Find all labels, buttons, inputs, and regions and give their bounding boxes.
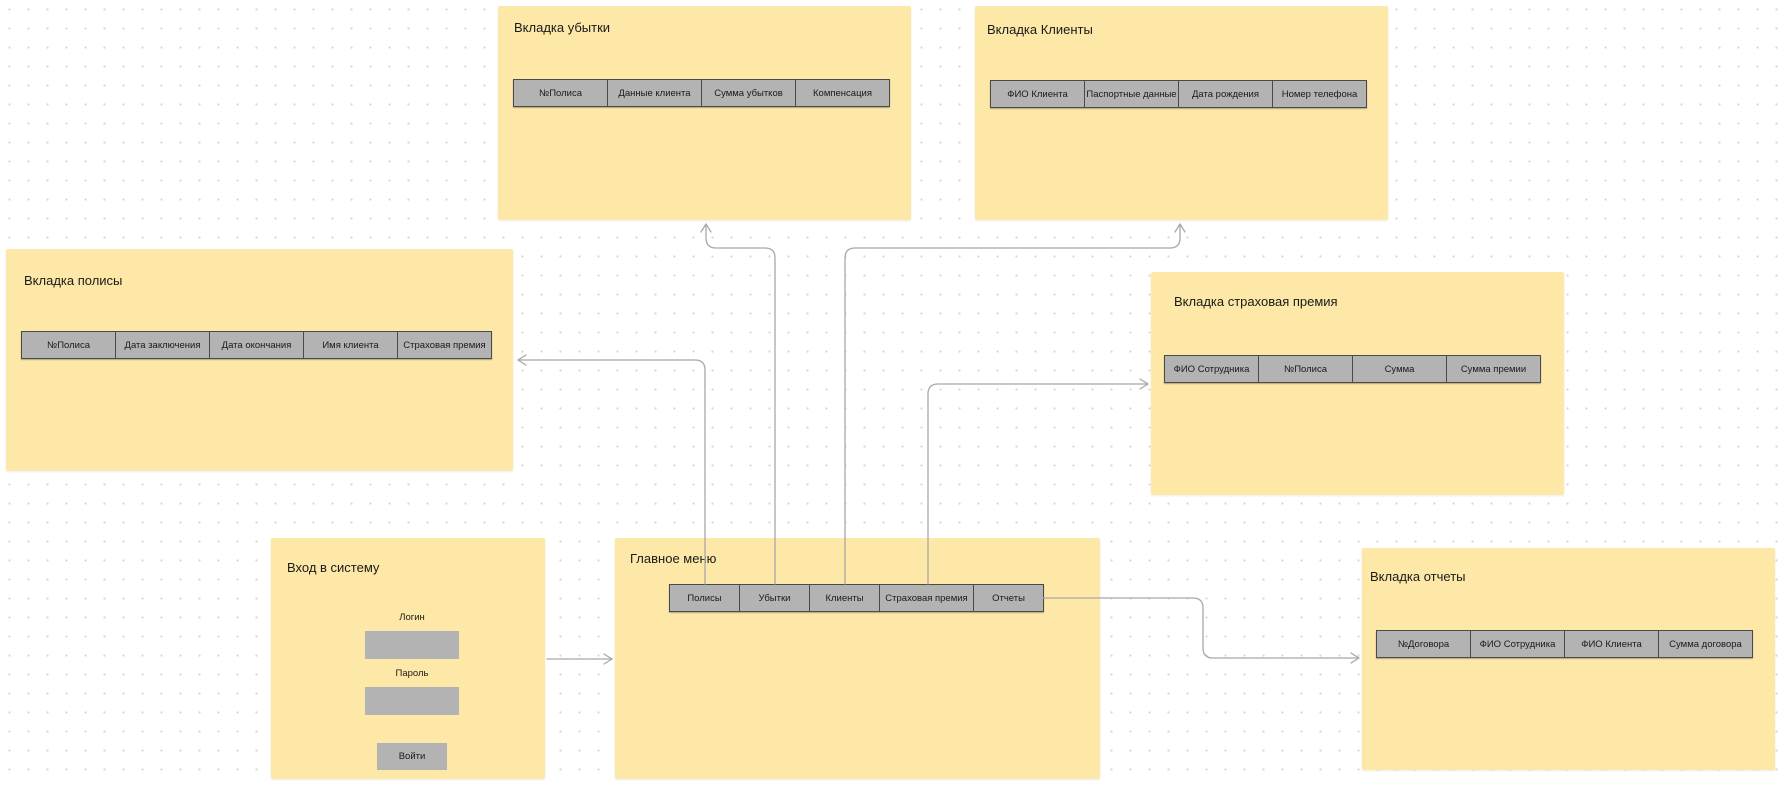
reports-tab-contract-number[interactable]: №Договора <box>1377 631 1471 657</box>
reports-tab-employee-name[interactable]: ФИО Сотрудника <box>1471 631 1565 657</box>
arrowhead-clients <box>1174 223 1186 233</box>
login-label: Логин <box>399 612 425 623</box>
policies-tab-policy-number[interactable]: №Полиса <box>22 332 116 358</box>
connector-losses <box>705 223 776 585</box>
clients-tab-full-name[interactable]: ФИО Клиента <box>991 81 1085 107</box>
reports-tab-contract-amount[interactable]: Сумма договора <box>1659 631 1752 657</box>
policies-tab-conclusion-date[interactable]: Дата заключения <box>116 332 210 358</box>
premium-tab-bar: ФИО Сотрудника №Полиса Сумма Сумма преми… <box>1164 355 1541 383</box>
main-menu-title: Главное меню <box>630 551 717 566</box>
arrowhead-reports <box>1350 652 1360 664</box>
premium-tab-premium-amount[interactable]: Сумма премии <box>1447 356 1540 382</box>
login-card: Вход в систему Логин Пароль Войти <box>271 538 545 779</box>
clients-card: Вкладка Клиенты ФИО Клиента Паспортные д… <box>975 6 1388 220</box>
policies-tab-insurance-premium[interactable]: Страховая премия <box>398 332 491 358</box>
policies-tab-client-name[interactable]: Имя клиента <box>304 332 398 358</box>
main-menu-tab-reports[interactable]: Отчеты <box>974 585 1043 611</box>
clients-tab-bar: ФИО Клиента Паспортные данные Дата рожде… <box>990 80 1367 108</box>
premium-tab-amount[interactable]: Сумма <box>1353 356 1447 382</box>
reports-tab-client-name[interactable]: ФИО Клиента <box>1565 631 1659 657</box>
policies-card-title: Вкладка полисы <box>24 273 123 288</box>
arrowhead-login <box>603 653 613 665</box>
reports-card: Вкладка отчеты №Договора ФИО Сотрудника … <box>1362 548 1775 770</box>
policies-tab-expiry-date[interactable]: Дата окончания <box>210 332 304 358</box>
premium-tab-policy-number[interactable]: №Полиса <box>1259 356 1353 382</box>
clients-tab-birth-date[interactable]: Дата рождения <box>1179 81 1273 107</box>
premium-tab-employee-name[interactable]: ФИО Сотрудника <box>1165 356 1259 382</box>
login-input[interactable] <box>365 631 459 659</box>
login-card-title: Вход в систему <box>287 560 380 575</box>
losses-tab-client-data[interactable]: Данные клиента <box>608 80 702 106</box>
policies-tab-bar: №Полиса Дата заключения Дата окончания И… <box>21 331 492 359</box>
premium-card-title: Вкладка страховая премия <box>1174 294 1338 309</box>
losses-tab-loss-amount[interactable]: Сумма убытков <box>702 80 796 106</box>
losses-tab-bar: №Полиса Данные клиента Сумма убытков Ком… <box>513 79 890 107</box>
main-menu-tab-policies[interactable]: Полисы <box>670 585 740 611</box>
password-label: Пароль <box>395 668 429 679</box>
password-input[interactable] <box>365 687 459 715</box>
login-submit-button[interactable]: Войти <box>377 743 447 770</box>
reports-tab-bar: №Договора ФИО Сотрудника ФИО Клиента Сум… <box>1376 630 1753 658</box>
losses-tab-policy-number[interactable]: №Полиса <box>514 80 608 106</box>
arrowhead-losses <box>700 223 712 233</box>
main-menu-tab-bar: Полисы Убытки Клиенты Страховая премия О… <box>669 584 1044 612</box>
main-menu-tab-clients[interactable]: Клиенты <box>810 585 880 611</box>
clients-tab-phone[interactable]: Номер телефона <box>1273 81 1366 107</box>
losses-tab-compensation[interactable]: Компенсация <box>796 80 889 106</box>
main-menu-tab-losses[interactable]: Убытки <box>740 585 810 611</box>
premium-card: Вкладка страховая премия ФИО Сотрудника … <box>1151 272 1564 495</box>
connector-clients <box>844 223 1181 585</box>
main-menu-tab-insurance-premium[interactable]: Страховая премия <box>880 585 974 611</box>
arrowhead-premium <box>1139 378 1149 390</box>
clients-tab-passport[interactable]: Паспортные данные <box>1085 81 1179 107</box>
policies-card: Вкладка полисы №Полиса Дата заключения Д… <box>6 249 513 471</box>
main-menu-card: Главное меню Полисы Убытки Клиенты Страх… <box>615 538 1100 779</box>
reports-card-title: Вкладка отчеты <box>1370 569 1466 584</box>
losses-card: Вкладка убытки №Полиса Данные клиента Су… <box>498 6 911 220</box>
losses-card-title: Вкладка убытки <box>514 20 611 35</box>
arrowhead-policies <box>517 354 527 366</box>
clients-card-title: Вкладка Клиенты <box>987 22 1093 37</box>
